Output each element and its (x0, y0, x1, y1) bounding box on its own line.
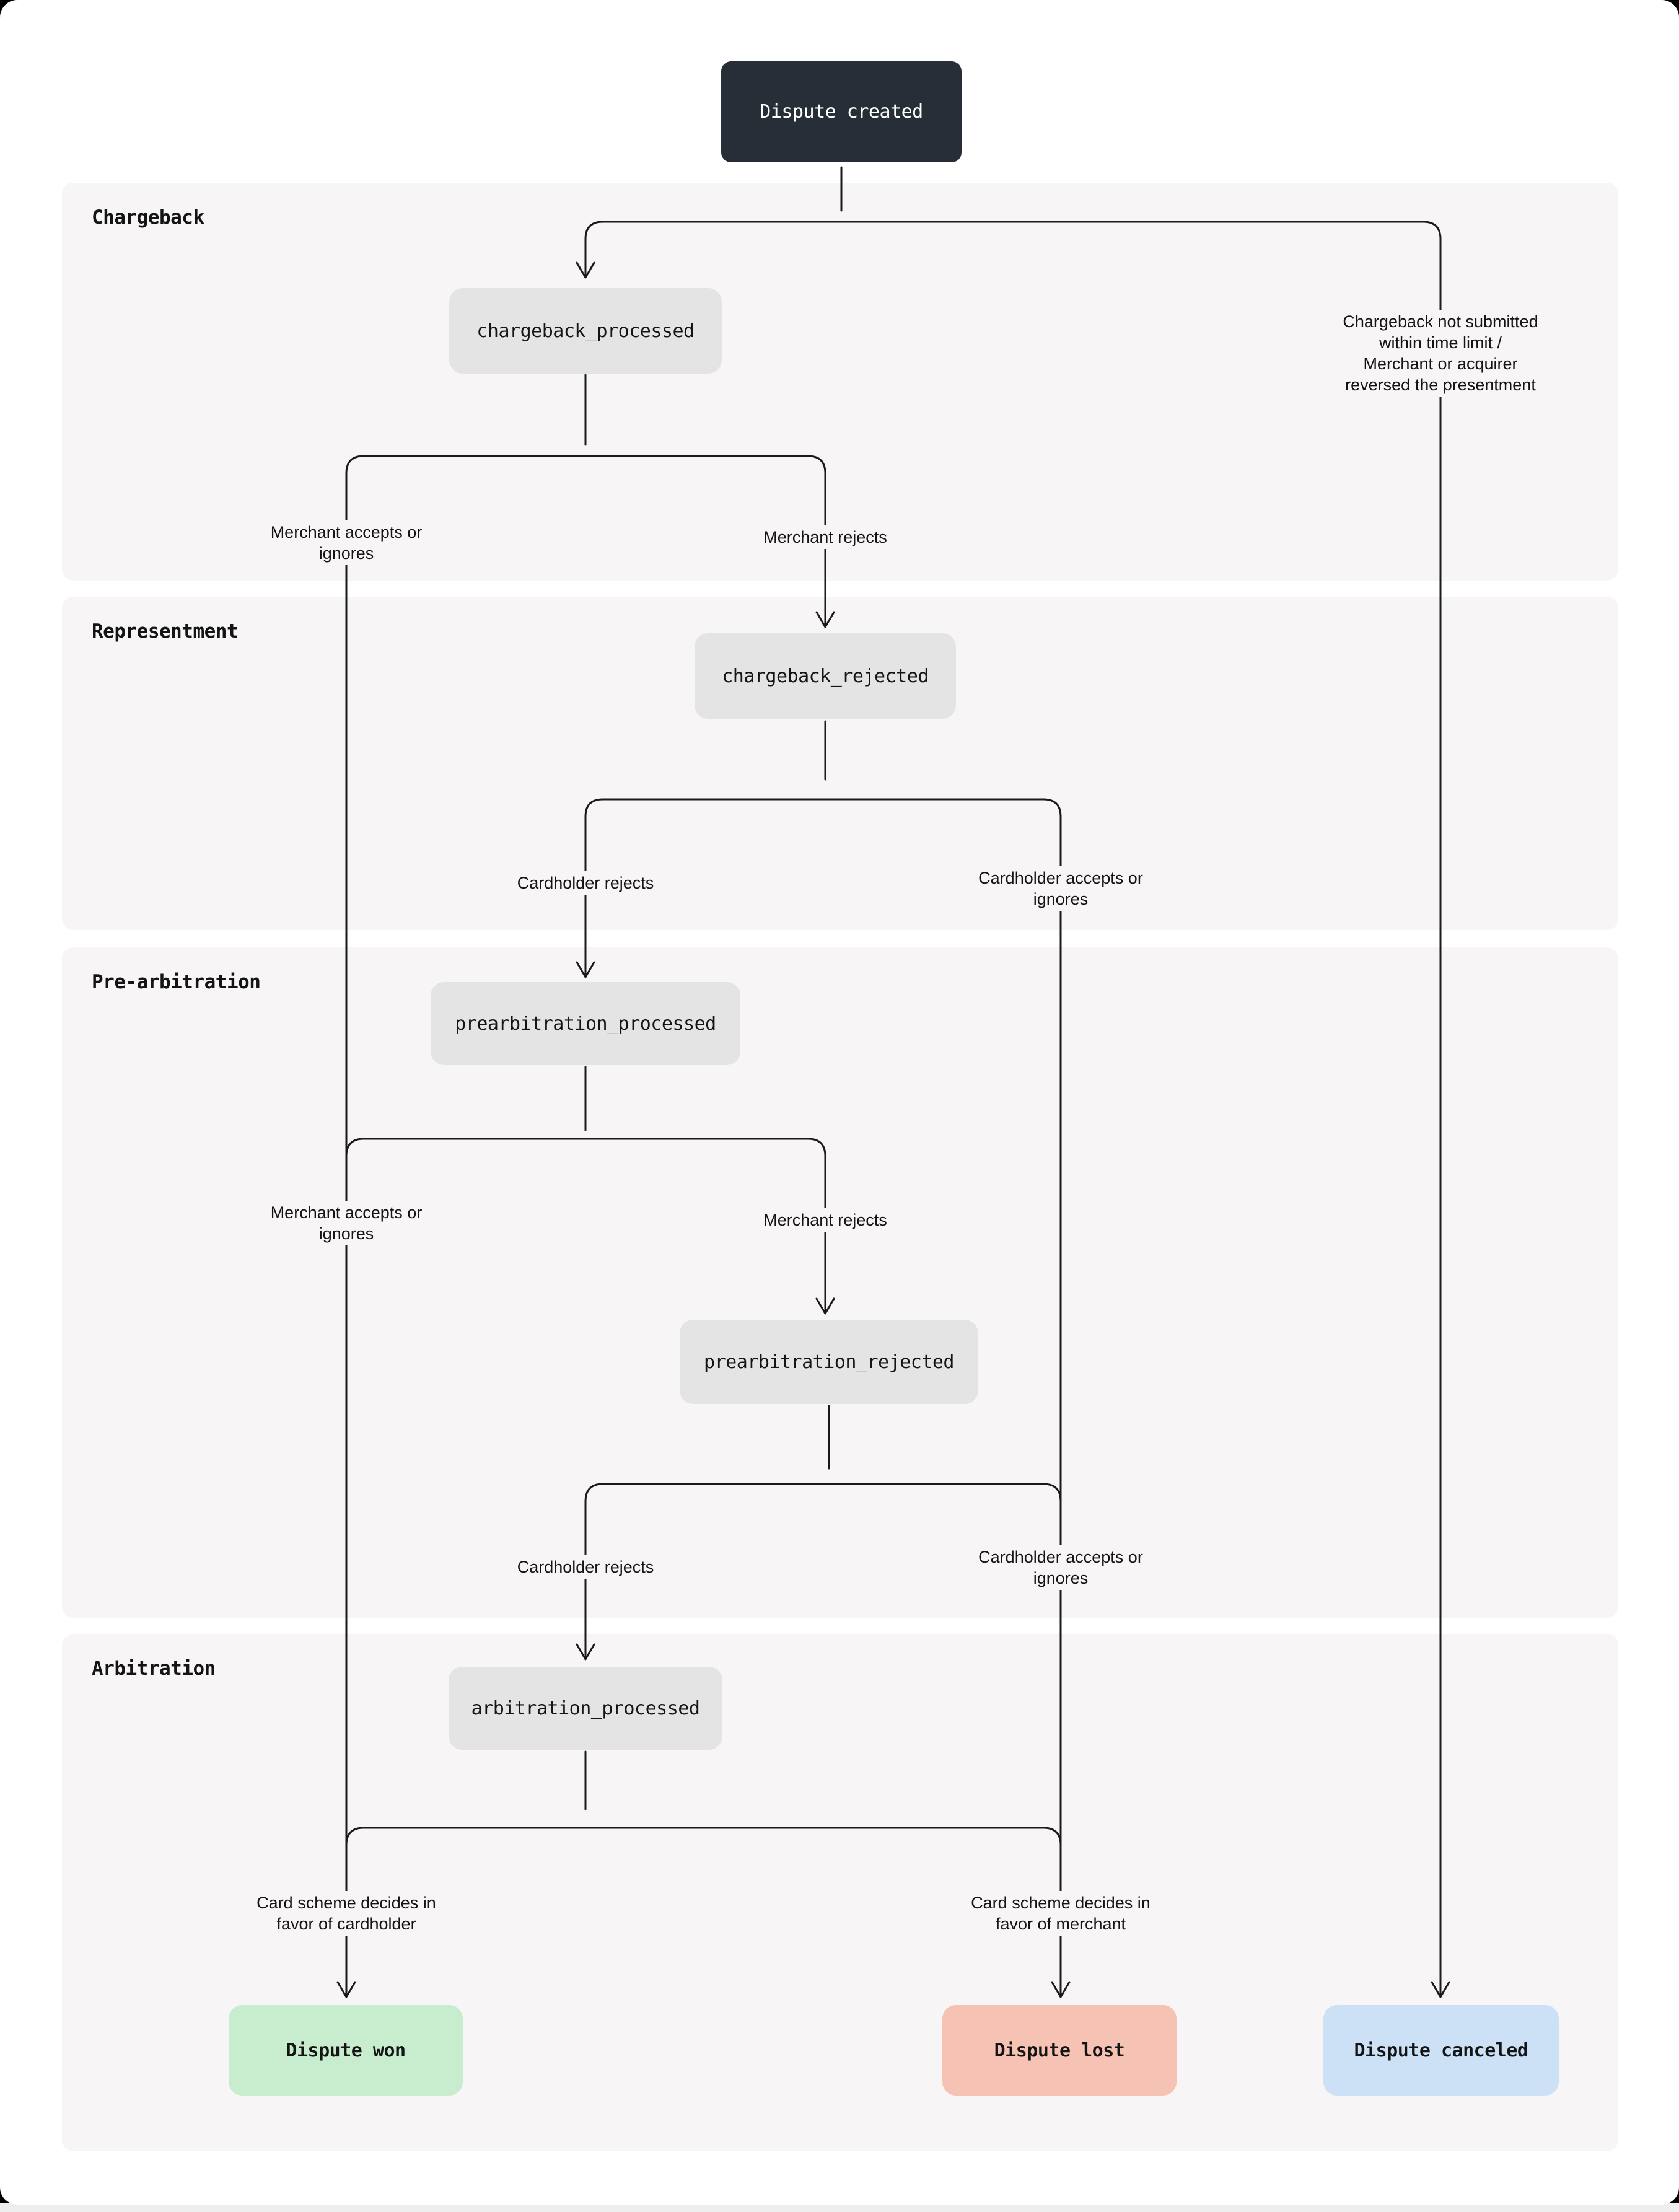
edge-label-cardholder-rejects-prearbitration: Cardholder rejects (508, 1555, 663, 1579)
arrowhead-prearbitration-processed-icon (576, 961, 595, 978)
connector-chargeback-branch (345, 455, 826, 627)
edge-label-merchant-rejects-prearbitration: Merchant rejects (755, 1208, 896, 1232)
arrowhead-chargeback-rejected-icon (815, 611, 835, 628)
edge-label-chargeback-not-submitted: Chargeback not submitted within time lim… (1334, 310, 1547, 397)
node-chargeback-processed: chargeback_processed (449, 288, 722, 374)
edge-label-merchant-accepts-chargeback: Merchant accepts or ignores (261, 520, 431, 565)
edge-label-cardholder-rejects-representment: Cardholder rejects (508, 871, 663, 895)
node-chargeback-rejected: chargeback_rejected (695, 633, 956, 719)
edge-label-scheme-favor-merchant: Card scheme decides in favor of merchant (962, 1891, 1159, 1936)
node-prearbitration-rejected: prearbitration_rejected (680, 1320, 978, 1404)
connector-arbitration-branch (345, 1827, 1062, 1846)
edge-label-scheme-favor-cardholder: Card scheme decides in favor of cardhold… (248, 1891, 445, 1936)
arrowhead-arbitration-processed-icon (576, 1643, 595, 1661)
arrowhead-chargeback-processed-icon (576, 261, 595, 279)
connector-prearbitration-branch (345, 1138, 826, 1314)
node-prearbitration-processed: prearbitration_processed (431, 982, 740, 1065)
node-dispute-created: Dispute created (721, 61, 962, 162)
section-title-arbitration: Arbitration (92, 1657, 216, 1680)
node-dispute-canceled: Dispute canceled (1323, 2005, 1559, 2096)
arrowhead-dispute-canceled-icon (1431, 1981, 1450, 1998)
connector-top-branch (584, 221, 1442, 314)
section-panel-prearbitration: Pre-arbitration (62, 947, 1618, 1618)
node-dispute-lost: Dispute lost (942, 2005, 1177, 2096)
arrowhead-prearbitration-rejected-icon (815, 1297, 835, 1315)
arrowhead-dispute-lost-icon (1051, 1981, 1071, 1998)
node-dispute-won: Dispute won (229, 2005, 463, 2096)
edge-label-cardholder-accepts-prearbitration: Cardholder accepts or ignores (970, 1545, 1152, 1590)
arrowhead-dispute-won-icon (336, 1981, 356, 1998)
connector-representment-branch (584, 798, 1062, 977)
section-title-chargeback: Chargeback (92, 206, 204, 229)
edge-label-merchant-accepts-prearbitration: Merchant accepts or ignores (261, 1201, 431, 1245)
section-title-prearbitration: Pre-arbitration (92, 971, 261, 993)
node-arbitration-processed: arbitration_processed (449, 1667, 722, 1750)
edge-label-merchant-rejects-chargeback: Merchant rejects (755, 525, 896, 549)
edge-label-cardholder-accepts-representment: Cardholder accepts or ignores (970, 866, 1152, 911)
footer-strip (0, 2203, 1679, 2212)
section-title-representment: Representment (92, 620, 239, 643)
connector-prearbitration-rejected-branch (584, 1483, 1062, 1659)
